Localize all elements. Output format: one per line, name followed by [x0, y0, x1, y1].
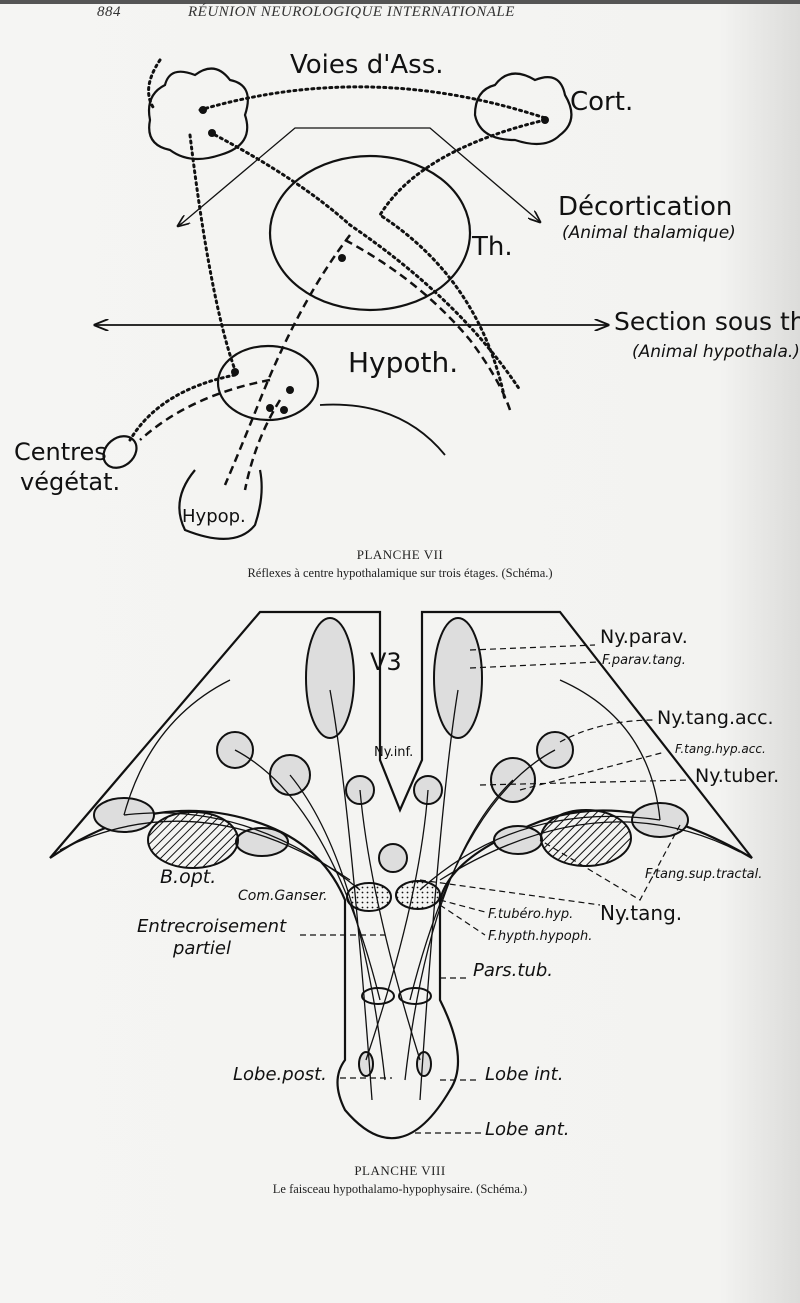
label-ny-inf: Ny.inf. — [374, 745, 413, 760]
label-ny-tang-acc: Ny.tang.acc. — [657, 707, 774, 729]
label-decortication: Décortication — [558, 192, 732, 222]
label-f-tang-sup-tractal: F.tang.sup.tractal. — [645, 867, 762, 882]
label-section-sous-thal: Section sous thal. — [614, 307, 800, 336]
hypophysis — [178, 469, 263, 540]
label-lobe-int: Lobe int. — [485, 1064, 563, 1085]
label-animal-hypothala: (Animal hypothala.) — [632, 342, 800, 362]
label-voies-d-ass: Voies d'Ass. — [290, 50, 444, 80]
label-partiel: partiel — [172, 938, 231, 959]
label-v3: V3 — [370, 648, 402, 676]
label-f-tubero-hyp: F.tubéro.hyp. — [488, 907, 573, 922]
label-centres: Centres — [14, 438, 107, 466]
running-title: RÉUNION NEUROLOGIQUE INTERNATIONALE — [188, 4, 515, 20]
label-com-ganser: Com.Ganser. — [238, 888, 328, 904]
ventricle-outline — [49, 610, 753, 1140]
label-lobe-post: Lobe.post. — [233, 1064, 327, 1085]
thalamus — [268, 154, 472, 312]
plate-8-caption: Le faisceau hypothalamo-hypophysaire. (S… — [272, 1182, 528, 1196]
hypothalamus — [216, 344, 320, 422]
plate-8-title: PLANCHE VIII — [354, 1163, 446, 1178]
label-cort: Cort. — [570, 87, 633, 117]
label-ny-tang: Ny.tang. — [600, 901, 682, 925]
optic-body-right — [540, 809, 632, 867]
label-f-tang-hyp-acc: F.tang.hyp.acc. — [675, 742, 766, 756]
page-top-rule — [0, 0, 800, 4]
label-animal-thalamique: (Animal thalamique) — [562, 223, 736, 243]
label-hypoth: Hypoth. — [348, 346, 458, 379]
label-b-opt: B.opt. — [160, 866, 216, 888]
label-hypop: Hypop. — [182, 506, 246, 527]
plate-7-diagram: Voies d'Ass. Cort. Th. Décortication (An… — [14, 50, 800, 540]
plate-7-title: PLANCHE VII — [356, 547, 444, 562]
optic-body-left — [147, 811, 239, 869]
label-lobe-ant: Lobe ant. — [485, 1119, 569, 1140]
cortex-right — [473, 72, 573, 146]
page-number: 884 — [97, 4, 121, 20]
label-f-parav-tang: F.parav.tang. — [602, 653, 686, 668]
label-pars-tub: Pars.tub. — [473, 960, 553, 981]
plate-8-diagram: V3 Ny.parav. F.parav.tang. Ny.tang.acc. … — [49, 610, 779, 1140]
label-f-hypth-hypoph: F.hypth.hypoph. — [488, 929, 592, 944]
label-entrecroisement: Entrecroisement — [137, 916, 287, 937]
cortex-left — [147, 67, 249, 161]
label-ny-tuber: Ny.tuber. — [695, 765, 779, 787]
label-ny-parav: Ny.parav. — [600, 626, 688, 648]
plate-7-caption: Réflexes à centre hypothalamique sur tro… — [247, 566, 553, 580]
label-th: Th. — [471, 232, 513, 262]
label-vegetat: végétat. — [20, 468, 120, 496]
vegetative-centre — [102, 435, 138, 469]
